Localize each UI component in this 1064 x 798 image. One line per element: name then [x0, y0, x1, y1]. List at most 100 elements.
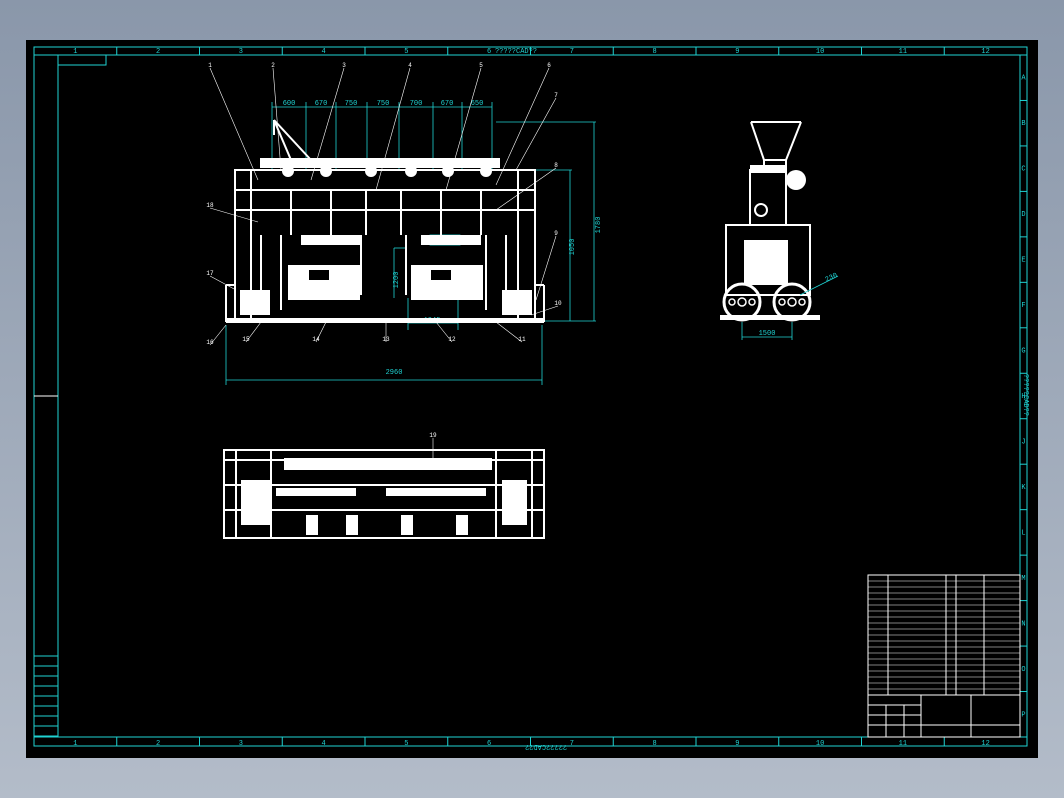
header-label: ?????CAD??	[495, 48, 537, 56]
leader-callout: 9	[554, 230, 558, 237]
col-number-bottom: 2	[156, 740, 160, 748]
leader-line	[209, 67, 259, 181]
row-letter: G	[1021, 348, 1025, 356]
top-dim-label: 650	[471, 100, 484, 108]
row-letter: H	[1021, 393, 1025, 401]
row-letter: N	[1021, 620, 1025, 628]
row-letter: J	[1021, 438, 1025, 446]
plan-leader-label: 19	[429, 432, 437, 439]
col-number-top: 5	[404, 48, 408, 56]
row-letter: A	[1021, 75, 1026, 83]
col-number-top: 1	[73, 48, 77, 56]
col-number-bottom: 7	[570, 740, 574, 748]
leader-line	[495, 321, 523, 343]
leader-callout: 18	[206, 202, 214, 209]
top-dim-label: 750	[345, 100, 358, 108]
col-number-bottom: 3	[239, 740, 243, 748]
col-number-top: 11	[899, 48, 907, 56]
leader-callout: 8	[554, 162, 558, 169]
col-number-top: 8	[653, 48, 657, 56]
inner-height-dim: 1050	[569, 239, 577, 256]
leader-callout: 1	[208, 62, 212, 69]
overall-height-dim: 1780	[595, 217, 603, 234]
parts-list-table[interactable]	[867, 574, 1021, 696]
col-number-bottom: 12	[981, 740, 989, 748]
col-number-top: 10	[816, 48, 824, 56]
leader-line	[495, 167, 557, 211]
leader-callout: 17	[206, 270, 214, 277]
row-letter: B	[1021, 120, 1025, 128]
leader-callout: 6	[547, 62, 551, 69]
row-letter: L	[1021, 529, 1025, 537]
leader-callout: 10	[554, 300, 562, 307]
leader-line	[535, 235, 557, 301]
col-number-top: 2	[156, 48, 160, 56]
overall-width-dim: 2960	[386, 369, 403, 377]
col-number-bottom: 5	[404, 740, 408, 748]
side-base-dim: 1500	[759, 330, 776, 338]
title-tag-box	[57, 54, 107, 66]
leader-line	[209, 275, 237, 291]
row-letter: M	[1021, 575, 1025, 583]
leader-callout: 5	[479, 62, 483, 69]
leader-callout: 14	[312, 336, 320, 343]
col-number-bottom: 9	[735, 740, 739, 748]
row-letter: P	[1021, 711, 1025, 719]
leader-line	[272, 67, 282, 171]
row-letter: K	[1021, 484, 1026, 492]
mid-height-dim: 1200	[393, 272, 401, 289]
leader-line	[310, 67, 345, 181]
side-angle-dim: 230	[824, 272, 839, 285]
col-number-top: 6	[487, 48, 491, 56]
leader-callout: 13	[382, 336, 390, 343]
zone-markers: 112233445566778899101011111212ABCDEFGHJK…	[34, 47, 1027, 748]
leader-line	[245, 321, 262, 343]
top-dim-label: 670	[441, 100, 454, 108]
leader-callout: 4	[408, 62, 412, 69]
col-number-top: 9	[735, 48, 739, 56]
row-letter: C	[1021, 166, 1025, 174]
leader-line	[209, 207, 259, 223]
leader-line	[515, 97, 557, 171]
top-dim-label: 600	[283, 100, 296, 108]
leader-line	[315, 321, 327, 343]
leader-callout: 12	[448, 336, 456, 343]
col-number-bottom: 11	[899, 740, 907, 748]
leader-line	[209, 324, 227, 346]
leader-callout: 15	[242, 336, 250, 343]
leader-line	[375, 67, 411, 191]
top-dim-label: 700	[410, 100, 423, 108]
row-letter: F	[1021, 302, 1025, 310]
title-block[interactable]	[867, 694, 1021, 738]
leader-line	[530, 305, 559, 316]
col-number-bottom: 6	[487, 740, 491, 748]
row-letter: O	[1021, 666, 1025, 674]
col-number-bottom: 10	[816, 740, 824, 748]
revision-table	[33, 655, 59, 737]
row-letter: D	[1021, 211, 1025, 219]
col-number-bottom: 4	[322, 740, 326, 748]
plan-view[interactable]: 19	[223, 432, 545, 539]
leader-callout: 2	[271, 62, 275, 69]
col-number-top: 12	[981, 48, 989, 56]
leader-callout: 7	[554, 92, 558, 99]
col-number-bottom: 1	[73, 740, 77, 748]
leader-callout: 16	[206, 339, 214, 346]
top-dim-label: 750	[377, 100, 390, 108]
leader-callout: 11	[518, 336, 526, 343]
cad-drawing-sheet: 112233445566778899101011111212ABCDEFGHJK…	[33, 46, 1029, 750]
leader-line	[495, 67, 550, 186]
col-number-top: 3	[239, 48, 243, 56]
top-dim-label: 670	[315, 100, 328, 108]
footer-label: ?????CAD??	[525, 742, 567, 750]
side-view[interactable]: 1500 230	[720, 121, 839, 340]
col-number-top: 4	[322, 48, 326, 56]
leader-callout: 3	[342, 62, 346, 69]
side-label: ?????CAD??	[1021, 374, 1029, 416]
leader-line	[435, 321, 453, 343]
front-view[interactable]: 600 670 750 750 700 670 650 2960 1780 1050 120…	[206, 62, 603, 385]
sheet-inner-border	[57, 54, 1021, 738]
leader-line	[445, 67, 482, 191]
row-letter: E	[1021, 257, 1025, 265]
